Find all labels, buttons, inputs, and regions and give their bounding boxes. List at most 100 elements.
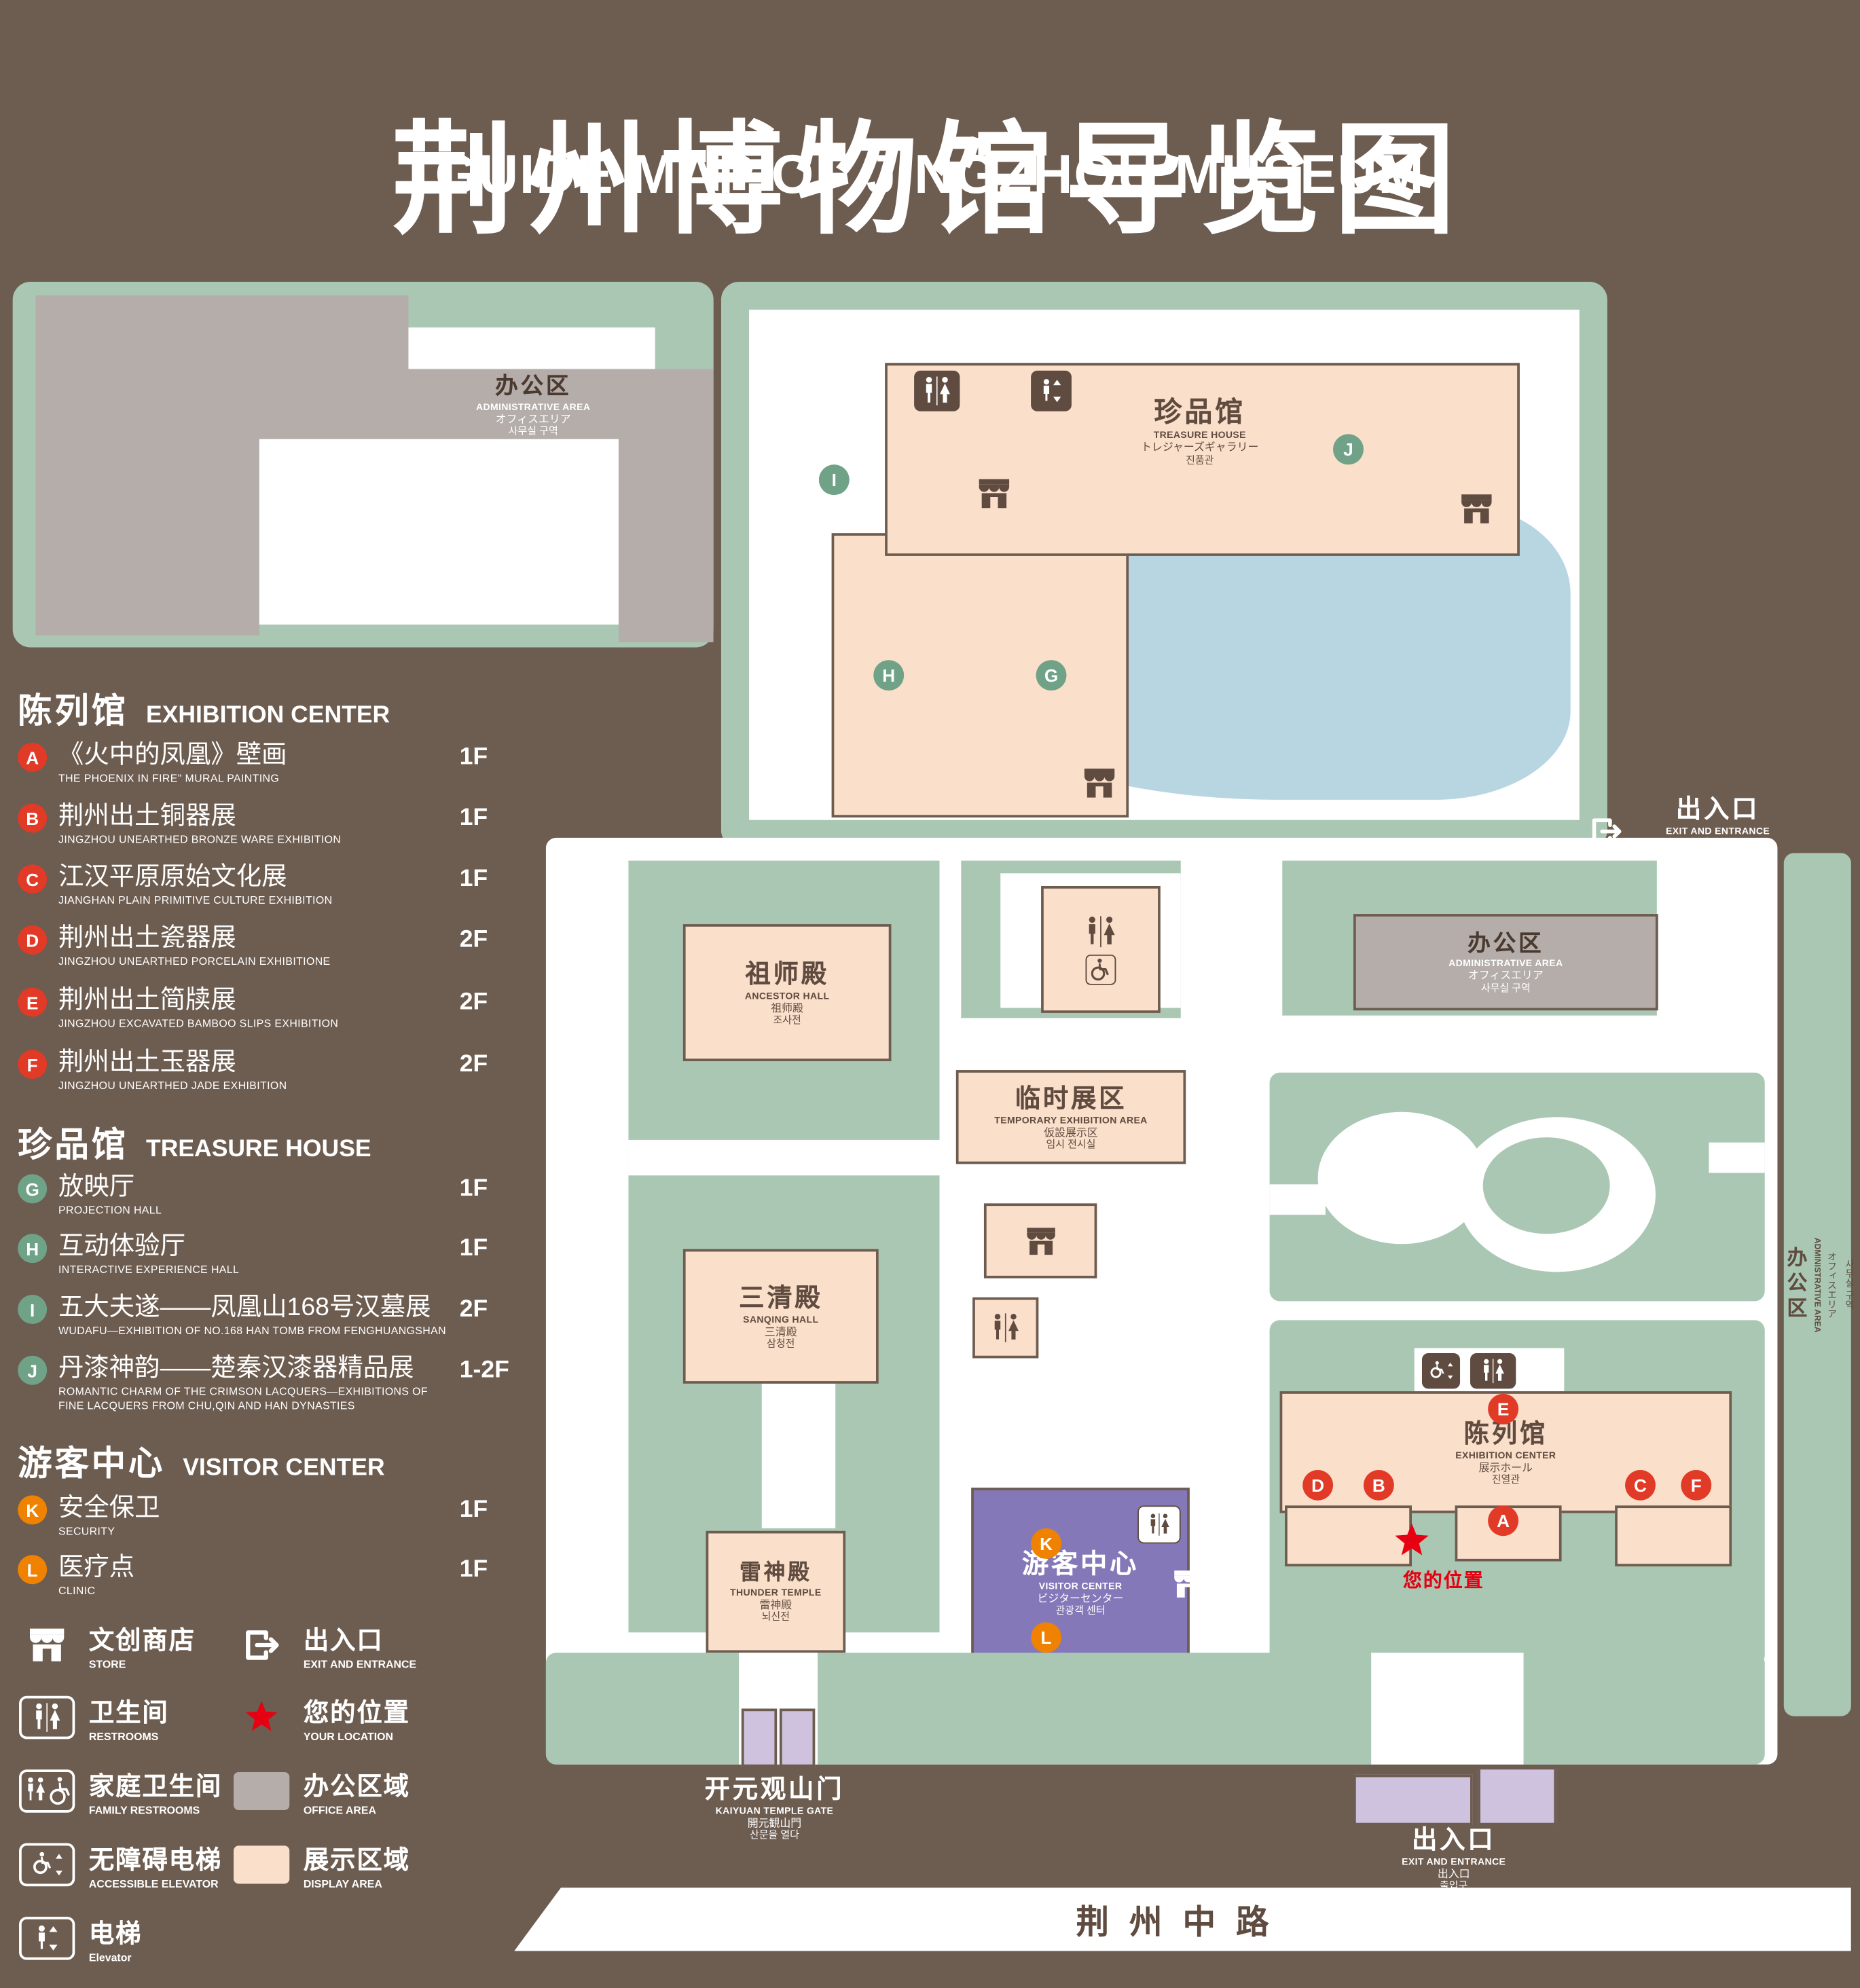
label-admin-right: 办公区 ADMINISTRATIVE AREA オフィスエリア 사무실 구역 [1783,1237,1856,1332]
your-location-label: 您的位置 [1402,1570,1484,1592]
garden-path [1317,1111,1486,1245]
path [761,1378,836,1528]
store-icon [18,1622,76,1668]
building-exhibition-wing [1615,1505,1732,1567]
garden-island [1482,1137,1610,1234]
elevator-icon [1031,370,1072,411]
section-header-visitor-center: 游客中心 VISITOR CENTER [18,1444,385,1483]
legend-marker-K: K [18,1495,48,1525]
map-marker-C: C [1625,1469,1656,1501]
legend-marker-J: J [18,1355,48,1385]
grounds-admin-right [1783,853,1851,1716]
legend-marker-C: C [18,864,48,894]
map-marker-I: I [818,464,850,496]
path-entrance [1371,1653,1524,1765]
restroom-icon [1470,1352,1516,1389]
restroom-icon [914,370,960,411]
label-sanqing-hall: 三清殿 SANQING HALL 三清殿 삼청전 [739,1284,823,1350]
garden-path [1269,1184,1326,1215]
map-marker-D: D [1302,1469,1334,1501]
store-icon [1080,764,1118,802]
section-header-treasure-house: 珍品馆 TREASURE HOUSE [18,1126,371,1164]
road-label: 荆州中路 [1076,1902,1290,1940]
map-marker-B: B [1363,1469,1394,1501]
building-ancestor-hall: 祖师殿 ANCESTOR HALL 祖师殿 조사전 [682,924,892,1061]
label-exit-bottom: 出入口 EXIT AND ENTRANCE 出入口 출입구 [1402,1826,1506,1892]
label-thunder-temple: 雷神殿 THUNDER TEMPLE 雷神殿 뇌신전 [730,1560,822,1623]
map-marker-G: G [1036,660,1067,691]
label-treasure-house: 珍品馆 TREASURE HOUSE トレジャーズギャラリー 진품관 [1141,396,1259,466]
map-marker-F: F [1681,1469,1712,1501]
label-temporary-exhibition: 临时展区 TEMPORARY EXHIBITION AREA 仮設展示区 임시 … [994,1084,1148,1150]
legend-marker-D: D [18,925,48,955]
building-exhibition-wing [1285,1505,1412,1567]
building-gate [741,1708,778,1767]
restroom-icon [1082,914,1120,949]
restroom-icon [1137,1505,1181,1544]
label-kaiyuan-gate: 开元观山门 KAIYUAN TEMPLE GATE 開元観山門 산문을 열다 [704,1775,845,1841]
building-entrance-south [1353,1774,1473,1826]
legend-marker-E: E [18,987,48,1017]
building-thunder-temple: 雷神殿 THUNDER TEMPLE 雷神殿 뇌신전 [706,1530,846,1653]
building-gate [779,1708,816,1767]
label-exhibition-center: 陈列馆 EXHIBITION CENTER 展示ホール 진열관 [1455,1420,1556,1486]
restroom-icon [19,1695,75,1740]
legend-marker-A: A [18,742,48,772]
legend-marker-H: H [18,1234,48,1264]
label-exit-right: 出入口 EXIT AND ENTRANCE 出入口 출입구 [1666,796,1770,861]
building-admin-mid: 办公区 ADMINISTRATIVE AREA オフィスエリア 사무실 구역 [1353,914,1658,1011]
accessible-icon [1085,954,1116,985]
road-jingzhou-middle: 荆州中路 [514,1888,1851,1951]
building-temporary-exhibition: 临时展区 TEMPORARY EXHIBITION AREA 仮設展示区 임시 … [955,1070,1186,1164]
label-visitor-center: 游客中心 VISITOR CENTER ビジターセンター 관광객 센터 [1022,1549,1139,1617]
location-star-icon [232,1695,291,1740]
building-entrance-south [1478,1767,1557,1826]
building-restroom-small [972,1297,1039,1359]
map-marker-A: A [1488,1505,1519,1536]
restroom-icon [989,1311,1022,1344]
legend-marker-I: I [18,1294,48,1324]
office-area-swatch [234,1771,290,1811]
family-restroom-icon [19,1769,75,1813]
exit-icon [232,1622,291,1668]
path [628,1139,940,1176]
page-subtitle: GUIDE MAP OF JINGZHOU MUSEUM [435,145,1425,206]
accessible-elevator-icon [19,1843,75,1887]
map-marker-L: L [1031,1622,1061,1653]
map-marker-E: E [1488,1393,1519,1424]
legend-marker-L: L [18,1555,48,1585]
building-sanqing-hall: 三清殿 SANQING HALL 三清殿 삼청전 [682,1249,879,1384]
building-restrooms [1041,885,1161,1013]
store-icon [975,475,1013,513]
legend-marker-F: F [18,1050,48,1080]
store-icon [1457,490,1495,528]
section-header-exhibition-center: 陈列馆 EXHIBITION CENTER [18,691,390,731]
elevator-icon [19,1917,75,1960]
grounds-south [545,1653,1765,1765]
page-title: 荆州博物馆导览图 [391,113,1469,250]
display-area-swatch [234,1845,290,1884]
label-admin-mid: 办公区 ADMINISTRATIVE AREA オフィスエリア 사무실 구역 [1448,930,1563,994]
accessible-elevator-icon [1421,1352,1461,1389]
garden-path [1709,1142,1765,1173]
